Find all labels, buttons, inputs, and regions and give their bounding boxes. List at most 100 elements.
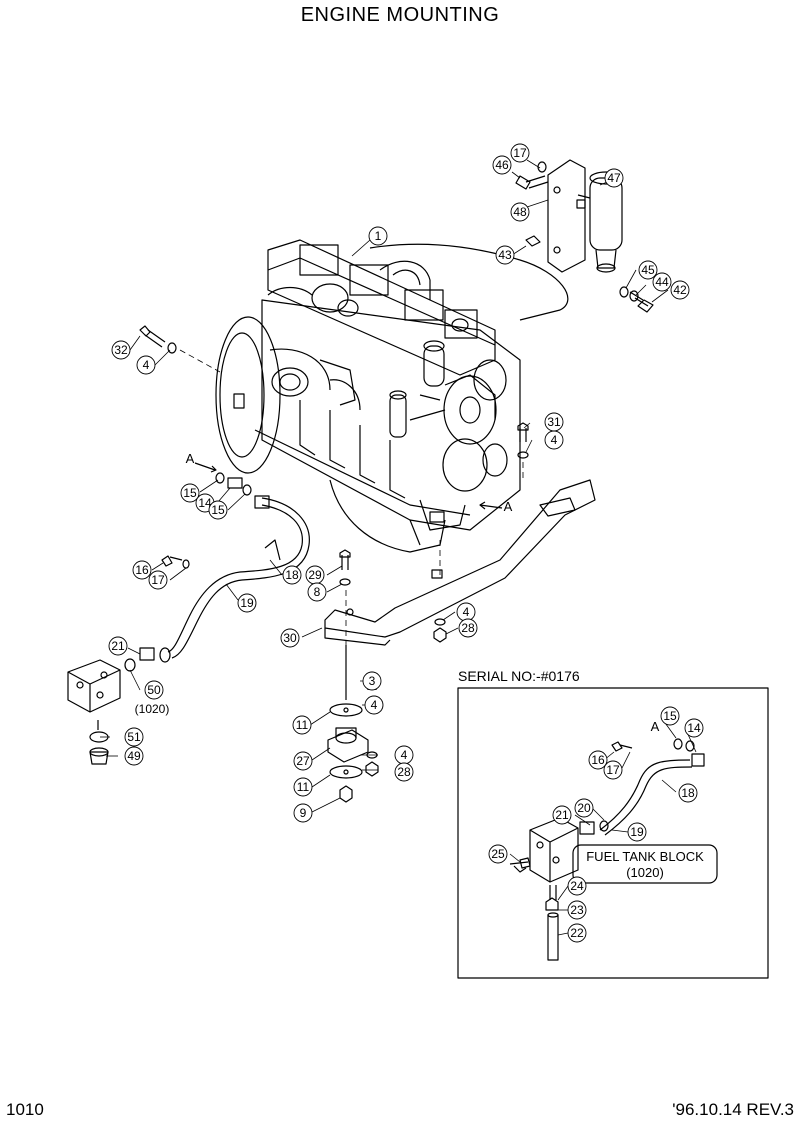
- callout-label-main: 28: [397, 765, 411, 779]
- callout-balloon: [292, 715, 312, 735]
- fuel-tank-block-ref: (1020): [626, 865, 664, 880]
- fuel-pipe-main: [124, 472, 310, 672]
- callout-balloon: [293, 803, 313, 823]
- callout-label-main: 29: [308, 568, 322, 582]
- callout-label-main: 18: [285, 568, 299, 582]
- callout-label-main: 51: [127, 730, 141, 744]
- callout-label-main: 21: [111, 639, 125, 653]
- fuel-tank-block: [67, 659, 121, 765]
- callout-label-main: 45: [641, 263, 655, 277]
- callout-label-main: 4: [371, 698, 378, 712]
- callout-label-main: 28: [461, 621, 475, 635]
- fuel-tank-block-label: FUEL TANK BLOCK: [586, 849, 704, 864]
- callout-label-main: 30: [283, 631, 297, 645]
- callout-label-main: 48: [513, 205, 527, 219]
- callout-balloon: [237, 593, 257, 613]
- callout-label-main: 27: [296, 754, 310, 768]
- callout-label-main: 14: [198, 496, 212, 510]
- callout-balloon: [136, 355, 156, 375]
- callout-balloon: [638, 260, 658, 280]
- callout-balloon: [394, 762, 414, 782]
- serial-number-label: SERIAL NO:-#0176: [458, 668, 580, 684]
- callout-label-main: 44: [655, 275, 669, 289]
- callout-balloon: [588, 750, 608, 770]
- view-marker-a: A: [504, 499, 513, 514]
- callout-balloon: [208, 500, 228, 520]
- callout-balloon: [603, 760, 623, 780]
- callout-balloons: [108, 143, 704, 943]
- callout-label-main: 42: [673, 283, 687, 297]
- callout-balloon: [368, 226, 388, 246]
- callout-label-main: 49: [127, 749, 141, 763]
- callout-label-main: 32: [114, 343, 128, 357]
- callout-label-main: 46: [495, 158, 509, 172]
- callout-balloon: [148, 570, 168, 590]
- callout-label-main: 43: [498, 248, 512, 262]
- callout-label-main: 15: [183, 486, 197, 500]
- callout-balloon: [111, 340, 131, 360]
- callout-label-inset: 17: [606, 763, 620, 777]
- callout-label-main: 17: [151, 573, 165, 587]
- frame-rail: [324, 479, 596, 646]
- revision-date: '96.10.14 REV.3: [672, 1100, 794, 1119]
- callout-balloon: [652, 272, 672, 292]
- callout-label-inset: 24: [570, 879, 584, 893]
- callout-balloon: [362, 671, 382, 691]
- callout-balloon: [544, 430, 564, 450]
- callout-label-main: (1020): [135, 702, 170, 716]
- callout-balloon: [567, 923, 587, 943]
- callout-balloon: [660, 706, 680, 726]
- callout-label-main: 4: [551, 433, 558, 447]
- callout-balloon: [604, 168, 624, 188]
- callout-balloon: [488, 844, 508, 864]
- callout-label-main: 47: [607, 171, 621, 185]
- page-number: 1010: [6, 1100, 44, 1119]
- fuel-tank-block-label-frame: [572, 844, 718, 884]
- callout-label-main: 1: [375, 229, 382, 243]
- fuel-filter-assembly: [515, 159, 654, 313]
- callout-label-inset: 25: [491, 847, 505, 861]
- callout-balloon: [627, 822, 647, 842]
- callout-balloon: [567, 900, 587, 920]
- callout-label-inset: 20: [577, 801, 591, 815]
- callout-balloon: [364, 695, 384, 715]
- callout-balloon: [108, 636, 128, 656]
- engine-illustration: [215, 239, 521, 553]
- callout-label-inset: 22: [570, 926, 584, 940]
- callout-balloon: [574, 798, 594, 818]
- page-title: ENGINE MOUNTING: [300, 4, 500, 26]
- callout-balloon: [293, 751, 313, 771]
- callout-balloon: [458, 618, 478, 638]
- callout-balloon: [678, 783, 698, 803]
- callout-label-main: 3: [369, 674, 376, 688]
- callout-balloon: [180, 483, 200, 503]
- callout-label-inset: 18: [681, 786, 695, 800]
- inset-box: [457, 687, 769, 979]
- callout-balloon: [307, 582, 327, 602]
- inset-fuel-line: [509, 738, 705, 961]
- callout-label-inset: 15: [663, 709, 677, 723]
- callout-label-main: 50: [147, 683, 161, 697]
- callout-balloon: [552, 805, 572, 825]
- callout-label-main: 8: [314, 585, 321, 599]
- callout-label-inset: 16: [591, 753, 605, 767]
- callout-label-main: 16: [135, 563, 149, 577]
- callout-label-inset: 14: [687, 721, 701, 735]
- callout-balloon: [282, 565, 302, 585]
- callout-label-main: 15: [211, 503, 225, 517]
- callout-label-main: 17: [513, 146, 527, 160]
- view-marker-a: A: [186, 451, 195, 466]
- callout-balloon: [132, 560, 152, 580]
- callout-balloon: [124, 746, 144, 766]
- callout-label-main: 11: [296, 718, 309, 732]
- callout-label-main: 19: [240, 596, 254, 610]
- callout-balloon: [280, 628, 300, 648]
- callout-balloon: [567, 876, 587, 896]
- callout-label-main: 4: [143, 358, 150, 372]
- callout-label-main: 31: [547, 415, 561, 429]
- callout-balloon: [492, 155, 512, 175]
- callout-label-inset: 21: [555, 808, 569, 822]
- callout-balloon: [684, 718, 704, 738]
